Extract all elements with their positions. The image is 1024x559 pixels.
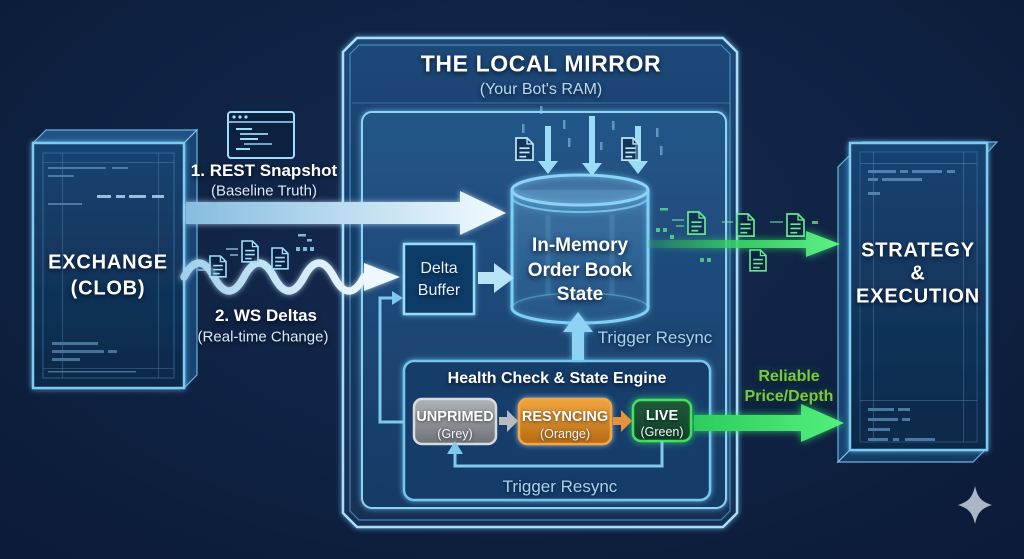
- exchange-blueprint-lines: [42, 152, 175, 379]
- grey-transition-arrow: [499, 410, 518, 432]
- book-to-strategy-flow: [648, 208, 840, 272]
- document-icon: [749, 249, 767, 272]
- rest-flow-sublabel: (Baseline Truth): [211, 182, 317, 200]
- strategy-blueprint-lines: [859, 151, 978, 443]
- delta-buffer-label-line1: Delta: [420, 260, 458, 277]
- order-book-label-line1: In-Memory: [531, 235, 629, 256]
- document-icon: [621, 137, 640, 161]
- ws-flow-label: 2. WS Deltas: [214, 306, 318, 325]
- mirror-subtitle: (Your Bot's RAM): [479, 81, 603, 98]
- document-icon: [736, 213, 755, 237]
- document-icon: [271, 247, 289, 270]
- state-unprimed-label: UNPRIMED: [416, 409, 494, 425]
- document-icon: [687, 211, 706, 235]
- document-icon: [786, 213, 805, 237]
- strategy-label-line3: EXECUTION: [856, 285, 980, 308]
- exchange-blueprint-dashes: [97, 195, 164, 198]
- trigger-resync-upper-label: Trigger Resync: [597, 328, 713, 347]
- trigger-resync-lower-label: Trigger Resync: [502, 477, 618, 496]
- ws-deltas-flow: [180, 234, 400, 295]
- ws-flow-sublabel: (Real-time Change): [197, 328, 329, 346]
- rest-snapshot-flow: [186, 111, 506, 235]
- strategy-box: [836, 141, 999, 464]
- strategy-label-line1: STRATEGY: [861, 239, 975, 262]
- exchange-box: [31, 128, 199, 390]
- engine-feedback-lines: [378, 291, 593, 424]
- delta-buffer-box: [402, 242, 514, 316]
- rest-arrow: [186, 191, 506, 235]
- state-live-sublabel: (Green): [640, 425, 684, 439]
- exchange-label-line2: (CLOB): [70, 277, 146, 300]
- strategy-label-line2: &: [910, 262, 926, 285]
- state-pill-resyncing: [517, 397, 613, 446]
- rest-flow-label: 1. REST Snapshot: [190, 161, 338, 180]
- state-resyncing-label: RESYNCING: [521, 409, 609, 425]
- resync-loop-line: [453, 441, 664, 468]
- document-icon: [209, 255, 227, 278]
- health-engine-title: Health Check & State Engine: [447, 370, 667, 387]
- document-icon: [515, 137, 534, 161]
- mirror-title: THE LOCAL MIRROR: [420, 50, 662, 77]
- exchange-label-line1: EXCHANGE: [48, 251, 168, 274]
- state-resyncing-sublabel: (Orange): [539, 427, 591, 441]
- sparkle-icon: [958, 486, 992, 524]
- live-to-strategy-arrow: [694, 404, 844, 442]
- code-window-icon: [227, 111, 295, 159]
- trigger-resync-up-arrow: [563, 312, 593, 360]
- reliable-label-line2: Price/Depth: [744, 388, 834, 405]
- data-stream-in: [515, 106, 663, 176]
- document-icon: [241, 240, 259, 263]
- health-engine-box: [402, 359, 712, 502]
- orange-transition-arrow: [613, 410, 632, 432]
- buffer-to-book-arrow: [478, 263, 514, 293]
- state-unprimed-sublabel: (Grey): [437, 427, 473, 441]
- order-book-label-line3: State: [556, 284, 604, 305]
- order-book-label-line2: Order Book: [527, 260, 633, 281]
- state-live-label: LIVE: [645, 408, 679, 424]
- ws-doc-icons: [194, 234, 314, 278]
- order-book-cylinder: [510, 173, 650, 325]
- delta-buffer-label-line2: Buffer: [417, 282, 461, 299]
- reliable-label-line1: Reliable: [758, 368, 820, 385]
